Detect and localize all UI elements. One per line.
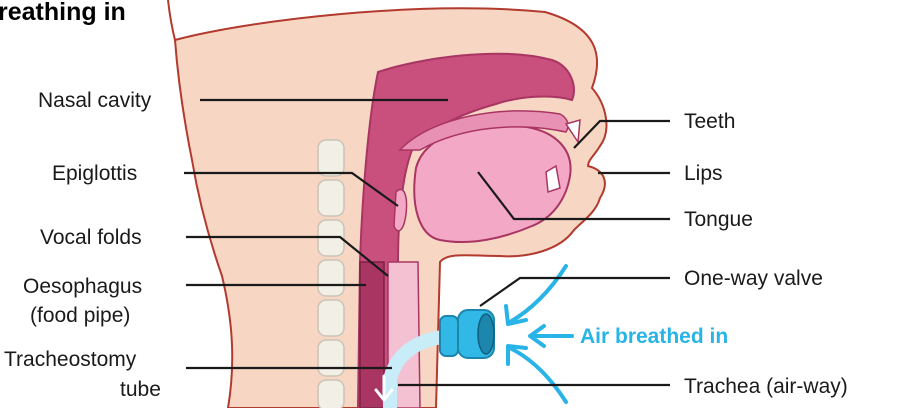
label-oesophagus-line2: (food pipe)	[30, 304, 130, 327]
label-epiglottis: Epiglottis	[52, 162, 137, 185]
leader-one-way-valve	[480, 278, 670, 306]
label-tracheostomy-line1: Tracheostomy	[4, 348, 137, 371]
label-trachea: Trachea (air-way)	[684, 375, 848, 398]
vertebra	[318, 260, 344, 296]
label-teeth: Teeth	[684, 110, 735, 133]
label-oesophagus-line1: Oesophagus	[23, 275, 142, 298]
air-arrow-bottom	[510, 348, 566, 402]
vertebra	[318, 300, 344, 336]
valve-opening	[478, 314, 494, 354]
vertebra	[318, 340, 344, 376]
skull-outline	[168, 0, 175, 40]
air-arrow-top	[510, 266, 566, 322]
label-tracheostomy-line2: tube	[120, 378, 161, 401]
vertebra	[318, 140, 344, 176]
vertebra	[318, 380, 344, 408]
label-one-way-valve: One-way valve	[684, 267, 823, 290]
label-vocal-folds: Vocal folds	[40, 226, 142, 249]
label-lips: Lips	[684, 162, 723, 185]
vertebra	[318, 180, 344, 216]
label-nasal-cavity: Nasal cavity	[38, 89, 152, 112]
label-air-breathed-in: Air breathed in	[580, 325, 728, 348]
tube-flange	[440, 316, 458, 356]
air-flow	[506, 266, 572, 402]
label-tongue: Tongue	[684, 208, 753, 231]
diagram-title: reathing in	[0, 0, 126, 26]
